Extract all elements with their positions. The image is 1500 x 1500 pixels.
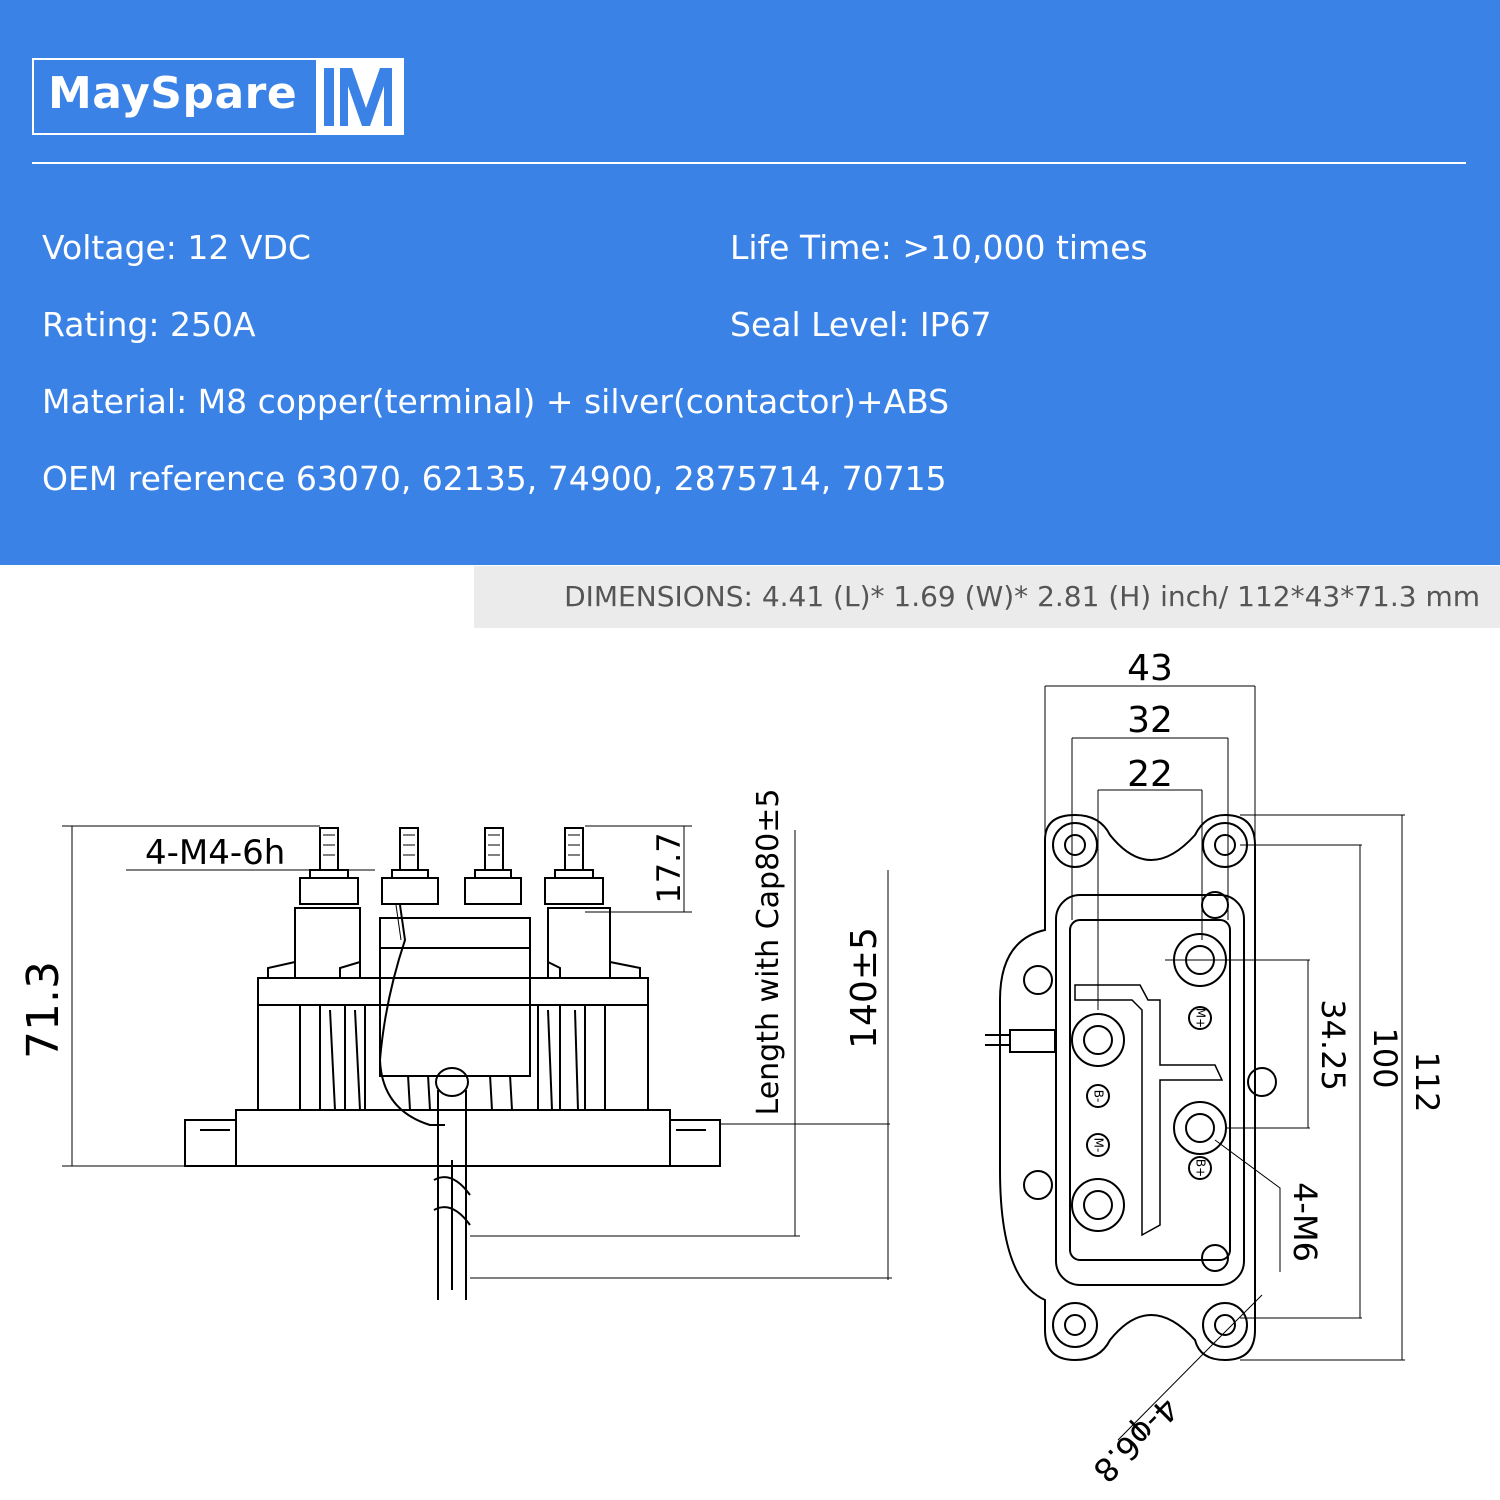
spec-header: MaySpare Voltage: 12 VDC Life Time: >10,… bbox=[0, 0, 1500, 565]
label-width-inner: 22 bbox=[1127, 754, 1173, 795]
label-width-outer: 43 bbox=[1127, 648, 1173, 689]
spec-rating: Rating: 250A bbox=[42, 305, 256, 344]
label-cap-length: Length with Cap80±5 bbox=[751, 789, 786, 1116]
dimensions-banner: DIMENSIONS: 4.41 (L)* 1.69 (W)* 2.81 (H)… bbox=[474, 566, 1500, 628]
side-view bbox=[62, 825, 892, 1300]
top-view bbox=[985, 685, 1405, 1441]
spec-material: Material: M8 copper(terminal) + silver(c… bbox=[42, 382, 950, 421]
spec-seal-level: Seal Level: IP67 bbox=[730, 305, 992, 344]
spec-voltage: Voltage: 12 VDC bbox=[42, 228, 311, 267]
spec-life-time: Life Time: >10,000 times bbox=[730, 228, 1148, 267]
label-height: 71.3 bbox=[18, 961, 69, 1059]
label-width-mid: 32 bbox=[1127, 700, 1173, 741]
terminal-label-m-plus: M+ bbox=[1194, 1008, 1208, 1028]
brand-name: MaySpare bbox=[48, 68, 298, 119]
mayspare-m-logo-icon bbox=[316, 60, 402, 133]
terminal-label-b-minus: B- bbox=[1092, 1090, 1106, 1103]
terminal-label-m-minus: M- bbox=[1092, 1138, 1106, 1153]
brand-logo: MaySpare bbox=[32, 58, 404, 135]
spec-oem: OEM reference 63070, 62135, 74900, 28757… bbox=[42, 459, 947, 498]
header-divider bbox=[32, 162, 1466, 164]
label-terminal-thread: 4-M6 bbox=[1286, 1182, 1324, 1262]
label-wire-length: 140±5 bbox=[844, 927, 885, 1049]
label-stud-height: 17.7 bbox=[650, 832, 688, 903]
terminal-label-b-plus: B+ bbox=[1194, 1159, 1208, 1177]
label-thread: 4-M4-6h bbox=[145, 833, 285, 873]
side-view-labels: 71.3 4-M4-6h 17.7 Length with Cap80±5 14… bbox=[18, 789, 885, 1116]
label-length: 112 bbox=[1408, 1051, 1446, 1112]
label-terminal-spacing: 34.25 bbox=[1314, 999, 1352, 1091]
label-hole-spacing: 100 bbox=[1366, 1027, 1404, 1088]
dimensions-text: DIMENSIONS: 4.41 (L)* 1.69 (W)* 2.81 (H)… bbox=[564, 580, 1480, 613]
label-mount-holes: 4-φ6.8 bbox=[1086, 1390, 1186, 1490]
